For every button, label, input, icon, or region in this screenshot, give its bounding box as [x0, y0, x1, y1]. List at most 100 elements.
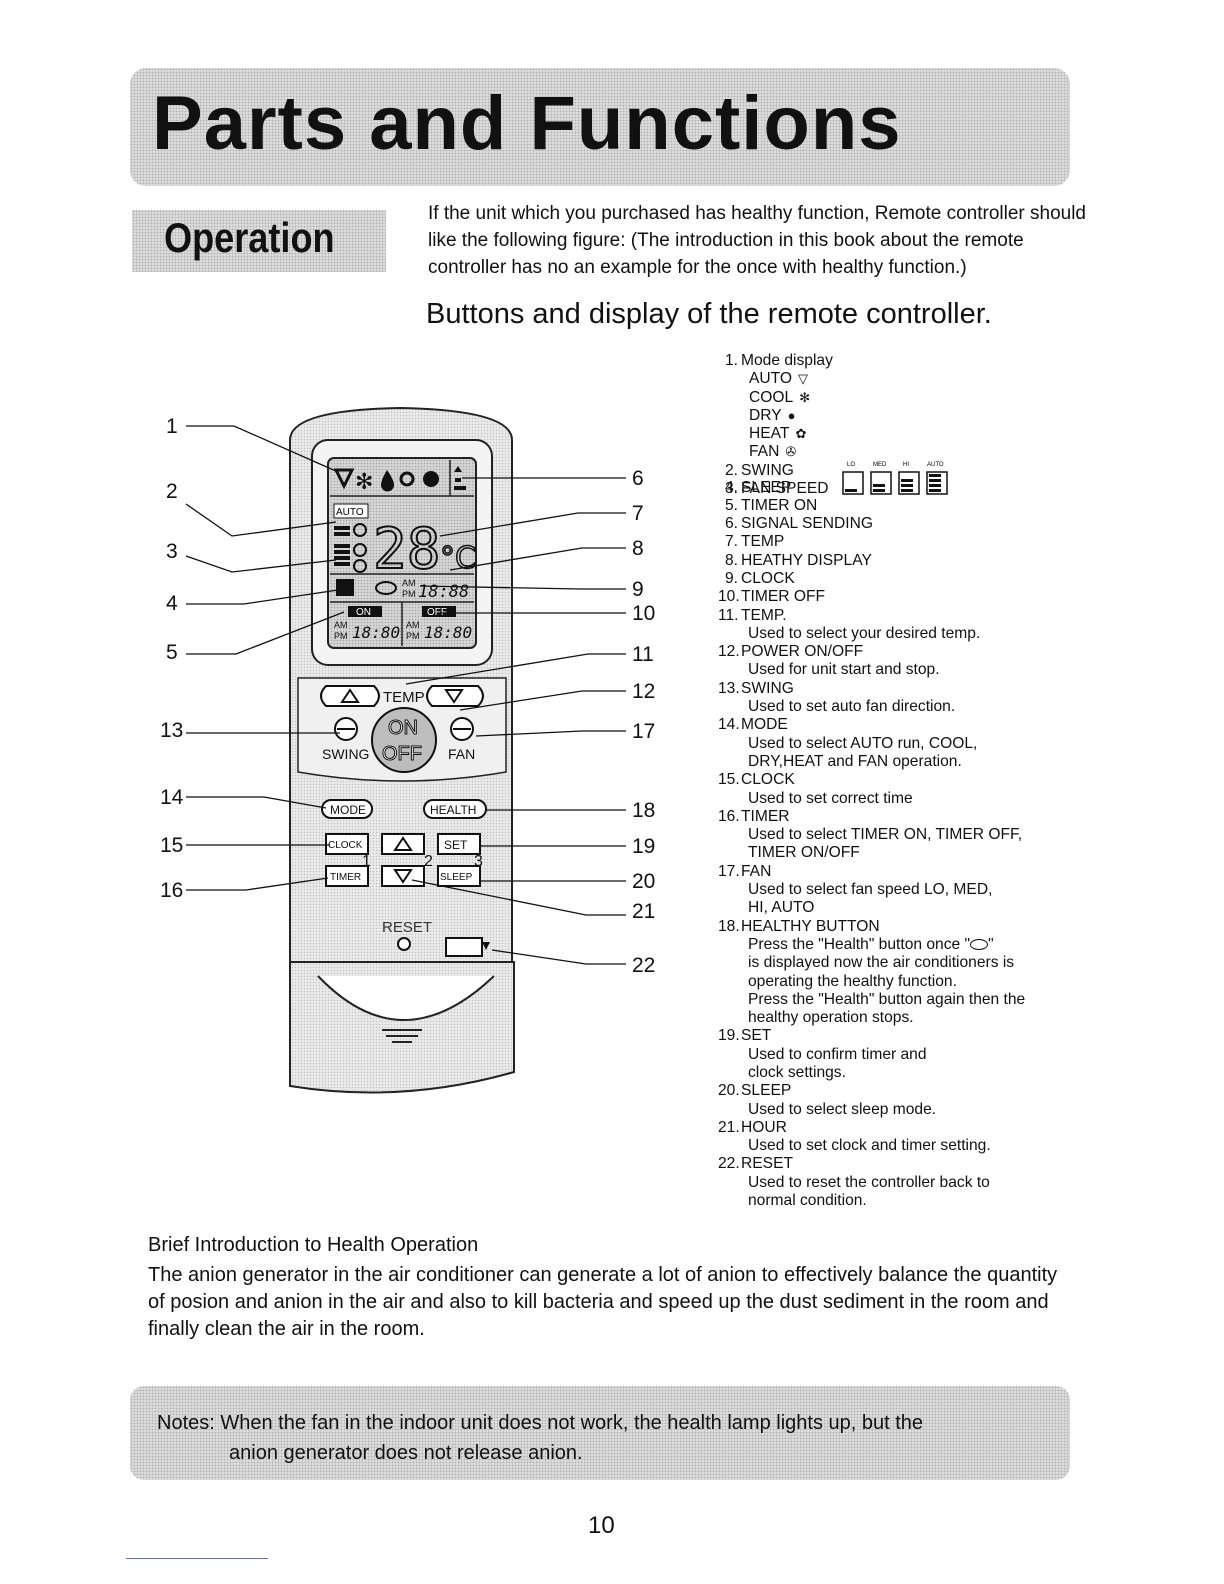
fan-speed-icons: LO MED HI AUTO	[842, 462, 948, 495]
legend-item: 4.SLEEP	[724, 478, 792, 496]
svg-text:HI: HI	[903, 462, 909, 468]
callout-19: 19	[632, 835, 655, 858]
power-on-label: ON	[388, 717, 418, 739]
legend-desc: Used to select TIMER ON, TIMER OFF,	[748, 826, 1023, 844]
callout-10: 10	[632, 602, 655, 625]
lcd-auto-label: AUTO	[336, 507, 364, 518]
legend-desc: TIMER ON/OFF	[748, 844, 860, 862]
dry-mode-icon	[381, 470, 394, 492]
footer-rule	[126, 1558, 268, 1559]
legend-desc: DRY,HEAT and FAN operation.	[748, 752, 962, 770]
legend-desc: operating the healthy function.	[748, 972, 957, 990]
legend-desc: normal condition.	[748, 1192, 867, 1210]
svg-text:SET: SET	[444, 838, 468, 852]
svg-text:HEALTH: HEALTH	[430, 803, 476, 817]
hour-down-button[interactable]	[381, 865, 425, 887]
callout-11: 11	[632, 643, 654, 666]
hour-up-button[interactable]	[381, 833, 425, 855]
svg-text:PM: PM	[334, 631, 348, 641]
legend-desc: healthy operation stops.	[748, 1009, 914, 1027]
legend-item: 19.SET	[718, 1027, 772, 1045]
legend-desc: Used to select AUTO run, COOL,	[748, 734, 978, 752]
set-button[interactable]	[437, 833, 481, 855]
step-marker-1: 1	[362, 853, 371, 870]
power-off-label: OFF	[382, 743, 422, 765]
lcd-clock-am: AM	[402, 578, 416, 588]
legend-desc: HI, AUTO	[748, 899, 815, 917]
svg-text:AUTO: AUTO	[927, 462, 944, 468]
svg-text:MODE: MODE	[330, 803, 366, 817]
clock-button[interactable]	[325, 833, 369, 855]
svg-text:SLEEP: SLEEP	[440, 872, 473, 883]
heat-mode-icon	[399, 471, 415, 487]
sleep-button[interactable]	[437, 865, 481, 887]
fan-mode-icon	[423, 471, 439, 487]
legend-item: 9.CLOCK	[724, 569, 795, 587]
legend-item: 14.MODE	[718, 716, 788, 734]
lcd-healthy-icon	[375, 581, 397, 595]
power-button[interactable]	[371, 707, 437, 773]
swing-icon	[454, 466, 466, 490]
lcd-timer-off-badge	[422, 606, 456, 617]
remote-controller-figure: ✻ AUTO 28 °C AM PM 18:88 ON OFF AM PM 18…	[160, 406, 655, 1094]
legend-desc: Used for unit start and stop.	[748, 661, 940, 679]
legend-item: 18.HEALTHY BUTTON	[718, 917, 880, 935]
callout-4: 4	[166, 592, 178, 615]
mode-dry: DRY●	[749, 406, 796, 424]
lcd-clock: 18:88	[418, 582, 469, 602]
temp-down-button[interactable]	[426, 685, 484, 707]
legend-item: 11.TEMP.	[718, 606, 787, 624]
temp-label: TEMP	[383, 689, 425, 706]
lcd-auto-badge	[333, 503, 369, 519]
legend-item: 10.TIMER OFF	[718, 588, 826, 606]
health-button[interactable]	[423, 799, 487, 819]
legend-item: 13.SWING	[718, 679, 794, 697]
mode-button[interactable]	[321, 799, 373, 819]
legend-desc: is displayed now the air conditioners is	[748, 954, 1015, 972]
callout-22: 22	[632, 954, 655, 977]
legend-item: 20.SLEEP	[718, 1082, 792, 1100]
lcd-timer-off: 18:80	[424, 623, 472, 642]
legend: 1.Mode display AUTO▽ COOL✻ DRY● HEAT✿ FA…	[718, 352, 1118, 1210]
callout-13: 13	[160, 719, 183, 742]
svg-text:AM: AM	[406, 620, 420, 630]
legend-item: 17.FAN	[718, 862, 772, 880]
battery-latch	[445, 937, 483, 957]
legend-desc: Used to reset the controller back to	[748, 1173, 990, 1191]
svg-text:LO: LO	[847, 462, 855, 468]
temp-up-button[interactable]	[320, 685, 380, 707]
callout-3: 3	[166, 540, 178, 563]
mode-cool: COOL✻	[749, 388, 811, 406]
left-leader-lines	[185, 425, 345, 891]
reset-button[interactable]	[397, 937, 411, 951]
legend-item: 21.HOUR	[718, 1118, 787, 1136]
left-callouts: 1 2 3 4 5 13 14 15 16	[160, 415, 184, 902]
cool-mode-icon: ✻	[355, 470, 373, 495]
lcd-sleep-icon	[336, 579, 354, 596]
timer-button[interactable]	[325, 865, 369, 887]
page-number: 10	[588, 1512, 615, 1539]
legend-item: 3.FAN SPEED LO MED HI AUTO	[718, 462, 1118, 498]
right-leader-lines	[405, 477, 626, 965]
title-band	[130, 68, 1070, 186]
callout-21: 21	[632, 900, 655, 923]
cool-mode-icon: ✻	[799, 389, 811, 405]
callout-15: 15	[160, 834, 183, 857]
notes-band	[130, 1386, 1070, 1480]
legend-item: 1.Mode display	[724, 352, 833, 369]
legend-item: 8.HEATHY DISPLAY	[724, 551, 872, 569]
healthy-icon	[970, 939, 989, 951]
callout-7: 7	[632, 502, 644, 525]
callout-20: 20	[632, 870, 655, 893]
section-title: Operation	[164, 214, 335, 261]
notes-line-2: anion generator does not release anion.	[229, 1442, 583, 1464]
legend-desc: Used to set clock and timer setting.	[748, 1137, 991, 1155]
step-marker-3: 3	[474, 853, 483, 870]
callout-5: 5	[166, 641, 178, 664]
page-title: Parts and Functions	[152, 81, 902, 166]
legend-desc: Used to set auto fan direction.	[748, 698, 956, 716]
lcd-temp: 28	[373, 517, 440, 582]
lcd-mode-icons: ✻	[333, 466, 466, 495]
svg-text:AM: AM	[334, 620, 348, 630]
auto-mode-icon: ▽	[798, 371, 809, 387]
